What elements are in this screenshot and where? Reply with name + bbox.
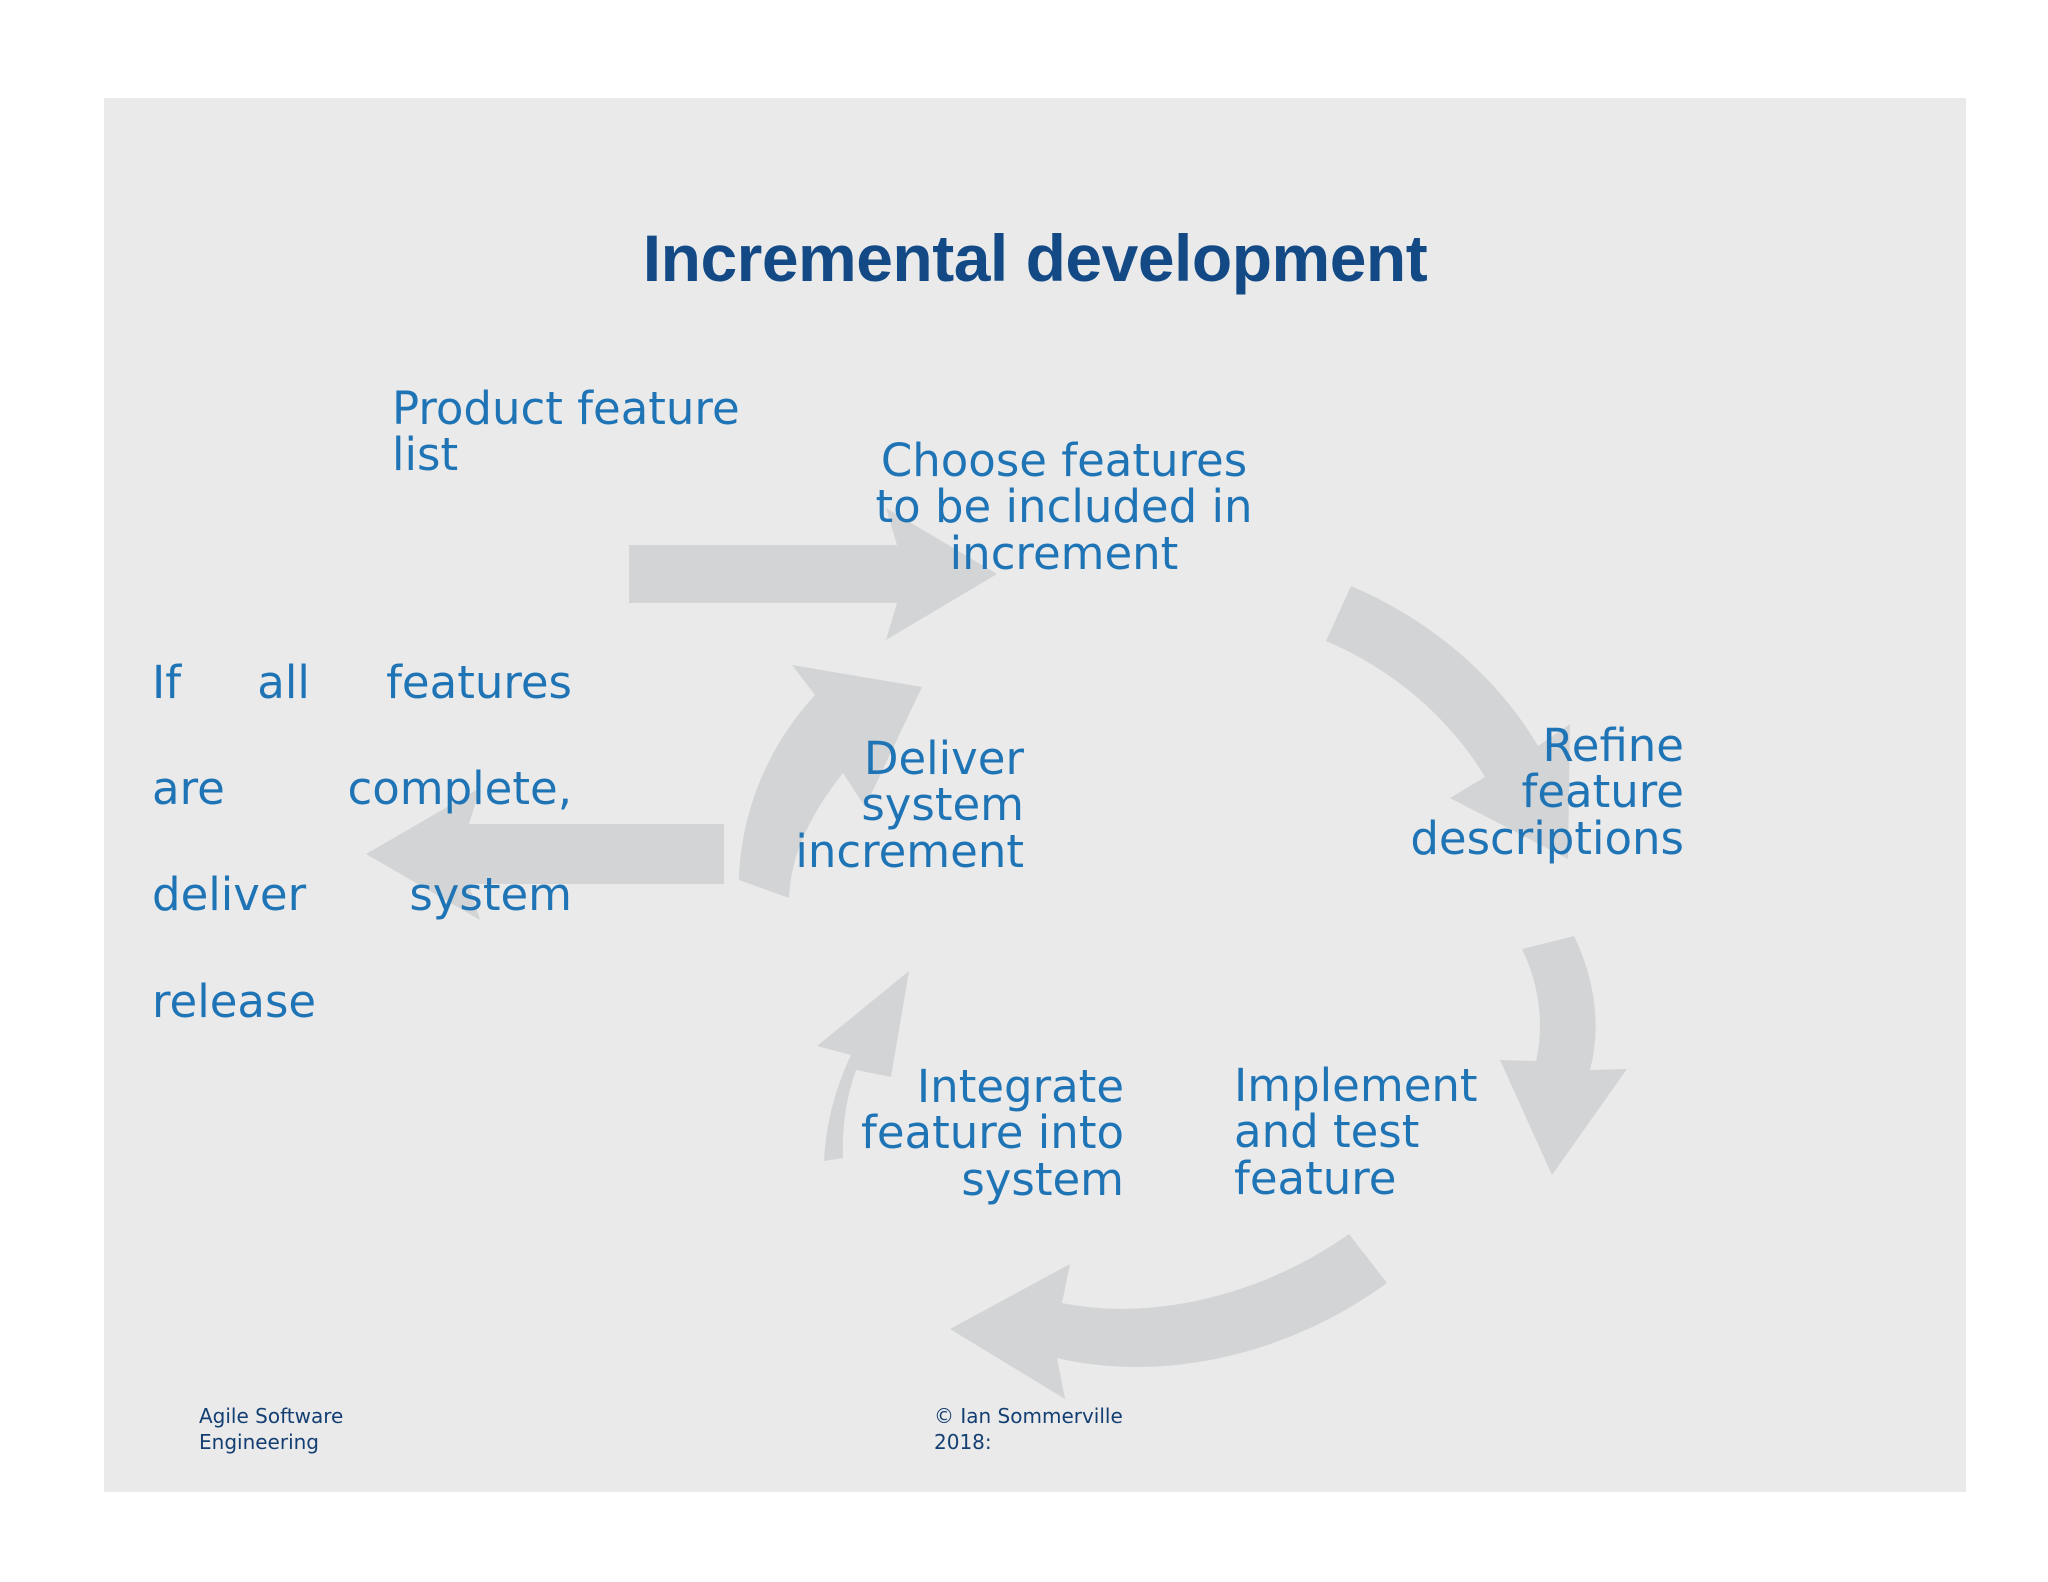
output-arrow-icon: [366, 788, 724, 920]
incremental-development-diagram: Product feature list Choose features to …: [104, 98, 1966, 1492]
arrow-layer: [366, 508, 1627, 1399]
refine-to-implement-arrow-icon: [1500, 936, 1627, 1175]
output-line-3: deliver system: [152, 868, 572, 922]
label-deliver-system-increment: Deliver system increment: [795, 732, 1024, 878]
label-choose-features: Choose features to be included in increm…: [875, 434, 1253, 580]
page-title: Incremental development: [642, 221, 1428, 295]
label-integrate-feature-into-system: Integrate feature into system: [861, 1060, 1124, 1206]
label-refine-feature: Refine feature descriptions: [1410, 719, 1684, 865]
output-line-4: release: [152, 974, 317, 1028]
input-arrow-icon: [629, 508, 997, 640]
label-if-all-features-complete: If all features are complete, deliver sy…: [152, 603, 572, 1081]
label-implement-and-test-feature: Implement and test feature: [1234, 1059, 1478, 1205]
implement-to-integrate-arrow-icon: [950, 1234, 1387, 1399]
choose-to-refine-arrow-icon: [1326, 586, 1570, 859]
footer-course-name: Agile Software Engineering: [199, 1404, 344, 1454]
deliver-to-choose-arrow-icon: [739, 665, 922, 898]
footer-copyright: © Ian Sommerville 2018:: [934, 1404, 1123, 1454]
slide-canvas: Product feature list Choose features to …: [104, 98, 1966, 1492]
output-line-2: are complete,: [152, 762, 572, 816]
integrate-to-deliver-arrow-icon: [817, 971, 909, 1161]
label-product-feature-list: Product feature list: [392, 382, 740, 482]
output-line-1: If all features: [152, 656, 572, 710]
